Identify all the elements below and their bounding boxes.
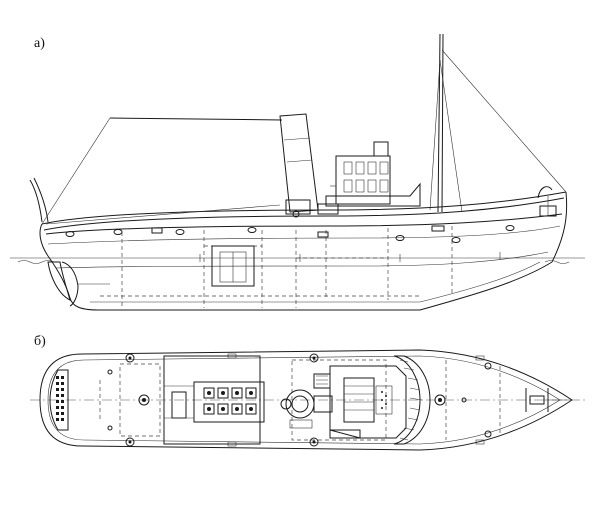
engine-block <box>211 245 255 287</box>
engine-skylight <box>163 355 265 445</box>
wheelhouse <box>317 141 421 215</box>
wheelhouse-plan <box>313 365 407 439</box>
view-label-b: б) <box>34 334 46 349</box>
stern-grating <box>49 369 69 431</box>
view-label-a: а) <box>34 36 45 51</box>
bow-fittings <box>537 186 557 217</box>
deck-outline <box>39 349 573 451</box>
mast-rigging <box>429 33 567 213</box>
portholes <box>65 225 515 243</box>
awning-stay <box>41 117 283 225</box>
funnel-plan <box>280 389 333 429</box>
forward-hatched-area <box>393 355 431 445</box>
waterline <box>10 257 585 264</box>
side-fittings <box>227 353 485 447</box>
side-profile-view <box>10 33 585 311</box>
windlass <box>525 388 572 412</box>
stern-davit <box>29 177 49 223</box>
funnel <box>279 113 319 218</box>
frame-marks <box>199 252 501 262</box>
deck-bollards <box>107 353 492 447</box>
plan-view <box>30 349 585 451</box>
skylight-hatch-grid <box>203 387 257 415</box>
bulkhead-lines <box>100 226 453 308</box>
hull-profile <box>39 191 568 311</box>
deck-compartments <box>99 359 501 441</box>
